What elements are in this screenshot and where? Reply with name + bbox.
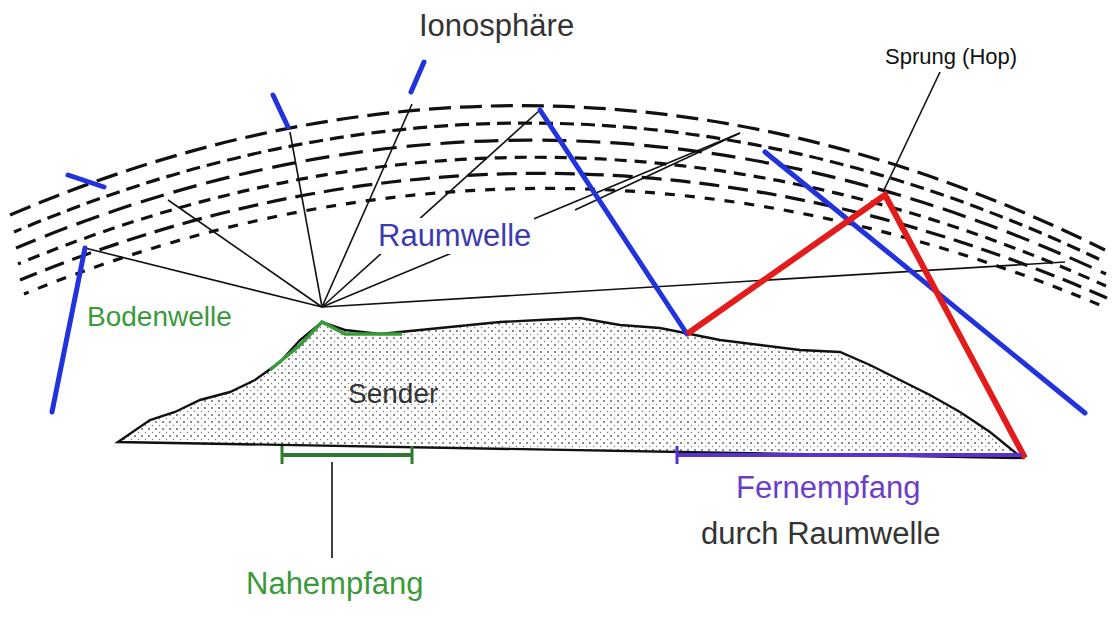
earth-ground (118, 318, 1022, 458)
sky-wave-rays (85, 72, 1065, 307)
ionosphere-label: Ionosphäre (416, 8, 577, 44)
reflected-rays (52, 62, 1085, 413)
ground-wave-label: Bodenwelle (84, 301, 235, 333)
hop-path (687, 195, 1025, 458)
ground-wave (270, 322, 402, 370)
hop-label: Sprung (Hop) (882, 44, 1020, 69)
near-range-bracket (282, 446, 412, 558)
near-reception-label: Nahempfang (243, 566, 427, 602)
far-range-bar (677, 446, 1022, 464)
far-reception-label: Fernempfang (733, 470, 923, 506)
far-reception-sublabel: durch Raumwelle (698, 516, 944, 552)
sky-wave-label: Raumwelle (375, 218, 534, 254)
transmitter-label: Sender (345, 378, 441, 410)
